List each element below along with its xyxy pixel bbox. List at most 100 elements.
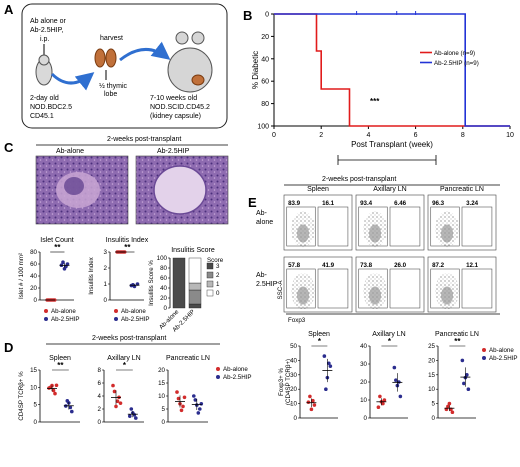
e-tissue-1: Axillary LN — [373, 186, 406, 193]
d1-y-tick-label: 0 — [98, 419, 102, 426]
b-x-tick-label: 0 — [272, 132, 276, 139]
e0-point — [324, 387, 328, 392]
donor-marker: CD45.1 — [30, 113, 54, 120]
b-y-tick-label: 0 — [265, 12, 269, 19]
transfer-arrow-2 — [119, 41, 171, 62]
d1-point — [115, 399, 120, 404]
recipient-mouse-illustration — [167, 31, 213, 93]
d2-point — [179, 408, 184, 413]
d1-y-tick-label: 6 — [98, 380, 102, 387]
score-y-tick-label: 80 — [160, 265, 167, 272]
flow-population-core — [441, 286, 454, 305]
e2-point — [465, 373, 469, 377]
panel-e-letter: E — [248, 195, 257, 210]
d-legend-label-0: Ab-alone — [223, 366, 248, 373]
e-row-label-0: alone — [256, 219, 273, 226]
score-y-label: Insulitis Score % — [148, 260, 155, 306]
d2-y-tick-label: 10 — [158, 393, 165, 400]
d1-sig: * — [123, 361, 127, 370]
he-image-ab-2-5hip — [135, 155, 229, 225]
e0-sig: * — [318, 337, 322, 346]
flow-gate-neg — [358, 206, 388, 247]
score-y-tick-label: 40 — [160, 285, 167, 292]
d0-point — [70, 409, 74, 414]
d2-title: Pancreatic LN — [166, 355, 210, 362]
ins-y-tick-label: 1 — [104, 281, 108, 288]
b-x-tick-label: 2 — [319, 132, 323, 139]
flow-population-core — [297, 286, 310, 305]
e2-point — [447, 401, 452, 406]
score-legend-label-0: 3 — [216, 263, 220, 270]
e0-point — [328, 364, 333, 368]
ins-y-tick-label: 3 — [104, 249, 108, 256]
d0-y-tick-label: 15 — [30, 367, 37, 374]
islet-y-tick-label: 40 — [30, 273, 37, 280]
score-legend-label-1: 2 — [216, 272, 220, 279]
score-legend-swatch-1 — [206, 271, 214, 279]
d2-point — [176, 396, 181, 401]
ins-point — [131, 283, 135, 287]
panel-a-letter: A — [4, 2, 14, 17]
e1-y-tick-label: 10 — [360, 397, 367, 404]
panel-d-letter: D — [4, 340, 13, 355]
islet-y-tick-label: 20 — [30, 285, 37, 292]
flow-gate-pos — [461, 268, 493, 309]
e-legend-label-0: Ab-alone — [489, 347, 514, 354]
d0-y-tick-label: 0 — [34, 419, 38, 426]
e2-point — [462, 381, 466, 386]
harvest-label: harvest — [100, 35, 123, 42]
e-legend-dot-0 — [482, 348, 486, 352]
b-legend-label-0: Ab-alone (n=9) — [434, 50, 475, 57]
e0-point — [308, 394, 312, 399]
c-image-label-1: Ab-alone — [56, 148, 84, 155]
donor-text-2: Ab-2.5HIP, — [30, 27, 63, 34]
islet-y-tick-label: 60 — [30, 261, 37, 268]
flow-value-neg: 83.9 — [288, 200, 301, 207]
e2-y-tick-label: 5 — [432, 401, 436, 408]
flow-value-pos: 41.9 — [322, 262, 335, 269]
e-row-label-1: 2.5HIP — [256, 281, 278, 288]
e2-point — [466, 387, 471, 392]
flow-value-neg: 57.8 — [288, 262, 301, 269]
d0-y-tick-label: 10 — [30, 384, 37, 391]
e0-point — [322, 354, 327, 358]
score-y-tick-label: 20 — [160, 295, 167, 302]
flow-gate-neg — [430, 268, 460, 309]
e0-y-label: Foxp3+ % — [278, 367, 285, 396]
e0-y-tick-label: 20 — [290, 386, 297, 393]
b-y-label: % Diabetic — [251, 51, 260, 89]
flow-value-pos: 6.46 — [394, 200, 407, 207]
islet-legend-dot-1 — [44, 317, 48, 321]
e1-point — [378, 394, 382, 399]
e2-y-tick-label: 15 — [428, 372, 435, 379]
transfer-arrow-1 — [50, 72, 95, 91]
flow-population-core — [369, 286, 382, 305]
score-y-tick-label: 100 — [157, 255, 168, 262]
e-legend-label-1: Ab-2.5HIP — [489, 355, 518, 362]
d-legend-dot-1 — [216, 375, 220, 379]
b-legend-label-1: Ab-2.5HIP (n=9) — [434, 60, 479, 67]
e1-y-tick-label: 30 — [360, 361, 367, 368]
d2-y-tick-label: 5 — [162, 406, 166, 413]
survival-curve-1 — [274, 13, 510, 127]
flow-value-pos: 26.0 — [394, 262, 407, 269]
e-tissue-2: Pancreatic LN — [440, 186, 484, 193]
e2-y-tick-label: 0 — [432, 415, 436, 422]
e1-y-tick-label: 20 — [360, 379, 367, 386]
recipient-site: (kidney capsule) — [150, 113, 201, 120]
ins-legend-dot-1 — [114, 317, 118, 321]
b-y-tick-label: 80 — [261, 101, 269, 108]
e0-point — [306, 400, 311, 404]
e-tissue-0: Spleen — [307, 186, 329, 193]
d-header: 2-weeks post-transplant — [92, 335, 166, 342]
e0-y-tick-label: 0 — [294, 415, 298, 422]
ins-y-label: Insulitis Index — [88, 256, 95, 294]
thymus-illustration — [94, 48, 117, 68]
flow-value-pos: 3.24 — [466, 200, 479, 207]
e0-y-tick-label: 30 — [290, 372, 297, 379]
